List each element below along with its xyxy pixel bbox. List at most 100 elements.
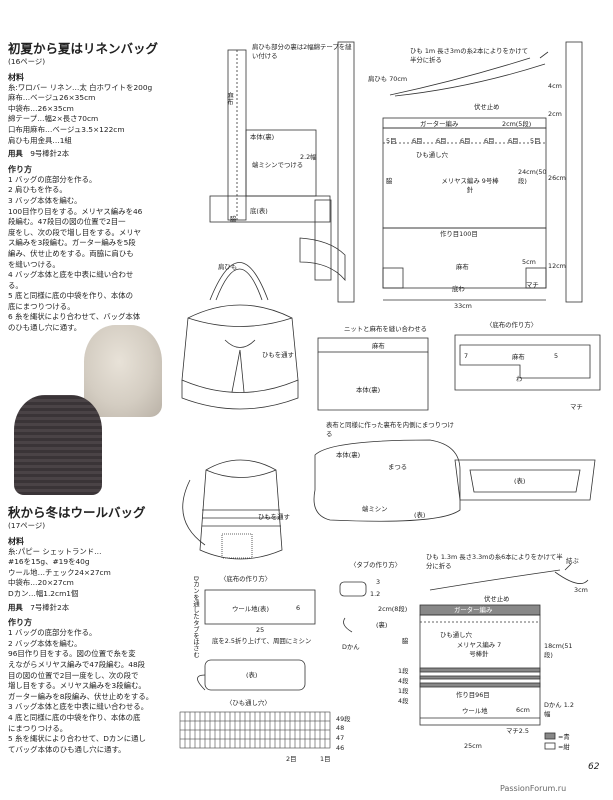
machine-sew-label: 端ミシンでつける xyxy=(252,161,304,169)
grid-cell xyxy=(209,729,216,740)
grid-cell xyxy=(189,738,196,749)
grid-cell xyxy=(184,738,191,749)
grid-cell xyxy=(274,738,281,749)
wool-tools: 用具 7号棒針2本 xyxy=(8,603,173,614)
n25-label: 25 xyxy=(256,626,265,634)
linen-bag-page-ref: (16ページ) xyxy=(8,57,46,66)
grid-cell xyxy=(244,720,251,731)
wool-bag-section: 秋から冬はウールバッグ (17ページ) 材料 糸:パピー シェットランド… #1… xyxy=(8,502,173,755)
grid-cell xyxy=(189,711,196,722)
grid-cell xyxy=(209,711,216,722)
stock7-label: メリヤス編み 7号棒針 xyxy=(456,641,502,658)
wool-bottom-howto-title: 〈底布の作り方〉 xyxy=(220,575,272,583)
linen-label: 麻布 xyxy=(226,92,234,105)
cm24-label: 24cm(50段) xyxy=(518,168,547,185)
grid-cell xyxy=(304,711,311,722)
grid-cell xyxy=(294,729,301,740)
grid-cell xyxy=(279,738,286,749)
wool-step: てバッグ本体のひも通し穴に通す。 xyxy=(8,744,126,754)
grid-cell xyxy=(259,738,266,749)
wool-steps-heading: 作り方 xyxy=(8,618,32,628)
grid-cell xyxy=(214,720,221,731)
grid-cell xyxy=(259,720,266,731)
grid-cell xyxy=(314,720,321,731)
garter-label: ガーター編み xyxy=(420,120,459,128)
grid-cell xyxy=(214,738,221,749)
grid-cell xyxy=(314,738,321,749)
linen-step: 4 バッグ本体と底を中表に縫い合わせ xyxy=(8,270,134,280)
cm2-label: 2cm xyxy=(548,110,562,118)
end-machine-label: 端ミシン xyxy=(362,505,388,513)
linen-back-label: 麻布 xyxy=(512,353,525,361)
strap-note-label: 肩ひも部分の裏は2幅綿テープを縫い付ける xyxy=(252,43,352,60)
machi-label: マチ xyxy=(570,403,583,411)
wool-through-cord-label: ひもを通す xyxy=(258,513,290,521)
num7-label: 7 xyxy=(464,352,469,360)
grid-cell xyxy=(254,729,261,740)
row1-label: 1段 xyxy=(398,667,409,675)
grid-cell xyxy=(229,711,236,722)
grid-cell xyxy=(284,738,291,749)
grid-cell xyxy=(324,711,331,722)
grid-cell xyxy=(184,711,191,722)
linen-material-item: 肩ひも用金具…1組 xyxy=(8,135,72,145)
wool-materials-heading: 材料 xyxy=(8,536,24,546)
grid-cell xyxy=(264,738,271,749)
grid-cell xyxy=(284,729,291,740)
wool-material-item: ウール地…チェック24×27cm xyxy=(8,567,111,577)
wool-base-label: ウール地 xyxy=(462,707,488,715)
grid-cell xyxy=(264,711,271,722)
grid-cell xyxy=(244,729,251,740)
grid-cell xyxy=(319,720,326,731)
grid-cell xyxy=(204,711,211,722)
row4-label: 4段 xyxy=(398,677,409,685)
six-stitch-label: 6目 xyxy=(508,137,519,145)
linen-step: 5 底と同様に底の中袋を作り、本体の xyxy=(8,291,134,301)
grid-cell xyxy=(319,729,326,740)
wool-material-item: 中袋布…20×27cm xyxy=(8,578,74,588)
cord-wool-label: ひも 1.3m 長さ3.3mの糸6本によりをかけて半分に折る xyxy=(426,553,563,570)
bottom-wa-label: 底わ xyxy=(452,285,465,293)
wool-tools-heading: 用具 xyxy=(8,602,23,612)
grid-cell xyxy=(204,729,211,740)
back-label: (裏) xyxy=(376,621,388,629)
grid-cell xyxy=(279,729,286,740)
linen-material-item: 綿テープ…幅2×長さ70cm xyxy=(8,114,99,124)
wool-materials-list: 糸:パピー シェットランド… #16を15g、#19を40g ウール地…チェック… xyxy=(8,547,173,600)
linen-step: のひも通し穴に通す。 xyxy=(8,323,82,333)
cord-hole2-label: ひも通し穴 xyxy=(440,631,472,639)
linen-front-label: 麻布 xyxy=(372,342,385,350)
width-label: 2.2幅 xyxy=(300,153,317,161)
grid-cell xyxy=(259,711,266,722)
grid-cell xyxy=(244,738,251,749)
machi25-label: マチ2.5 xyxy=(506,727,529,735)
bottom-label: 底(表) xyxy=(250,207,268,215)
d-kan-label: Dかん xyxy=(342,643,360,651)
grid-cell xyxy=(219,720,226,731)
front-label: (表) xyxy=(414,511,426,519)
wool-step: 2 バッグ本体を編む。 xyxy=(8,638,82,648)
linen-step: 6 糸を縄状により合わせて、バッグ本体 xyxy=(8,312,141,322)
grid-cell xyxy=(324,729,331,740)
body-back-label: 本体(裏) xyxy=(250,133,275,141)
five-stitch-label: 5目 xyxy=(530,137,541,145)
linen-steps-heading: 作り方 xyxy=(8,164,32,174)
stockinette-label: メリヤス編み 9号棒針 xyxy=(441,177,499,194)
linen-tools-heading: 用具 xyxy=(8,149,23,159)
grid-cell xyxy=(199,729,206,740)
linen-step: 3 バッグ本体を編む。 xyxy=(8,195,82,205)
wool-step: 1 バッグの底部分を作る。 xyxy=(8,628,97,638)
grid-cell xyxy=(214,711,221,722)
legend-blue-label: =青 xyxy=(558,733,570,741)
grid-cell xyxy=(304,738,311,749)
rows-49-label: 49段 xyxy=(336,715,351,723)
cm3-label: 3cm xyxy=(574,586,588,594)
linen-material-item: 糸:ワロバー リネン…太 白ホワイトを200g xyxy=(8,82,153,92)
grid-cell xyxy=(189,729,196,740)
grid-cell xyxy=(194,720,201,731)
hole-title: 〈ひも通し穴〉 xyxy=(226,699,271,707)
grid-cell xyxy=(209,738,216,749)
grid-cell xyxy=(224,711,231,722)
grid-cell xyxy=(234,720,241,731)
